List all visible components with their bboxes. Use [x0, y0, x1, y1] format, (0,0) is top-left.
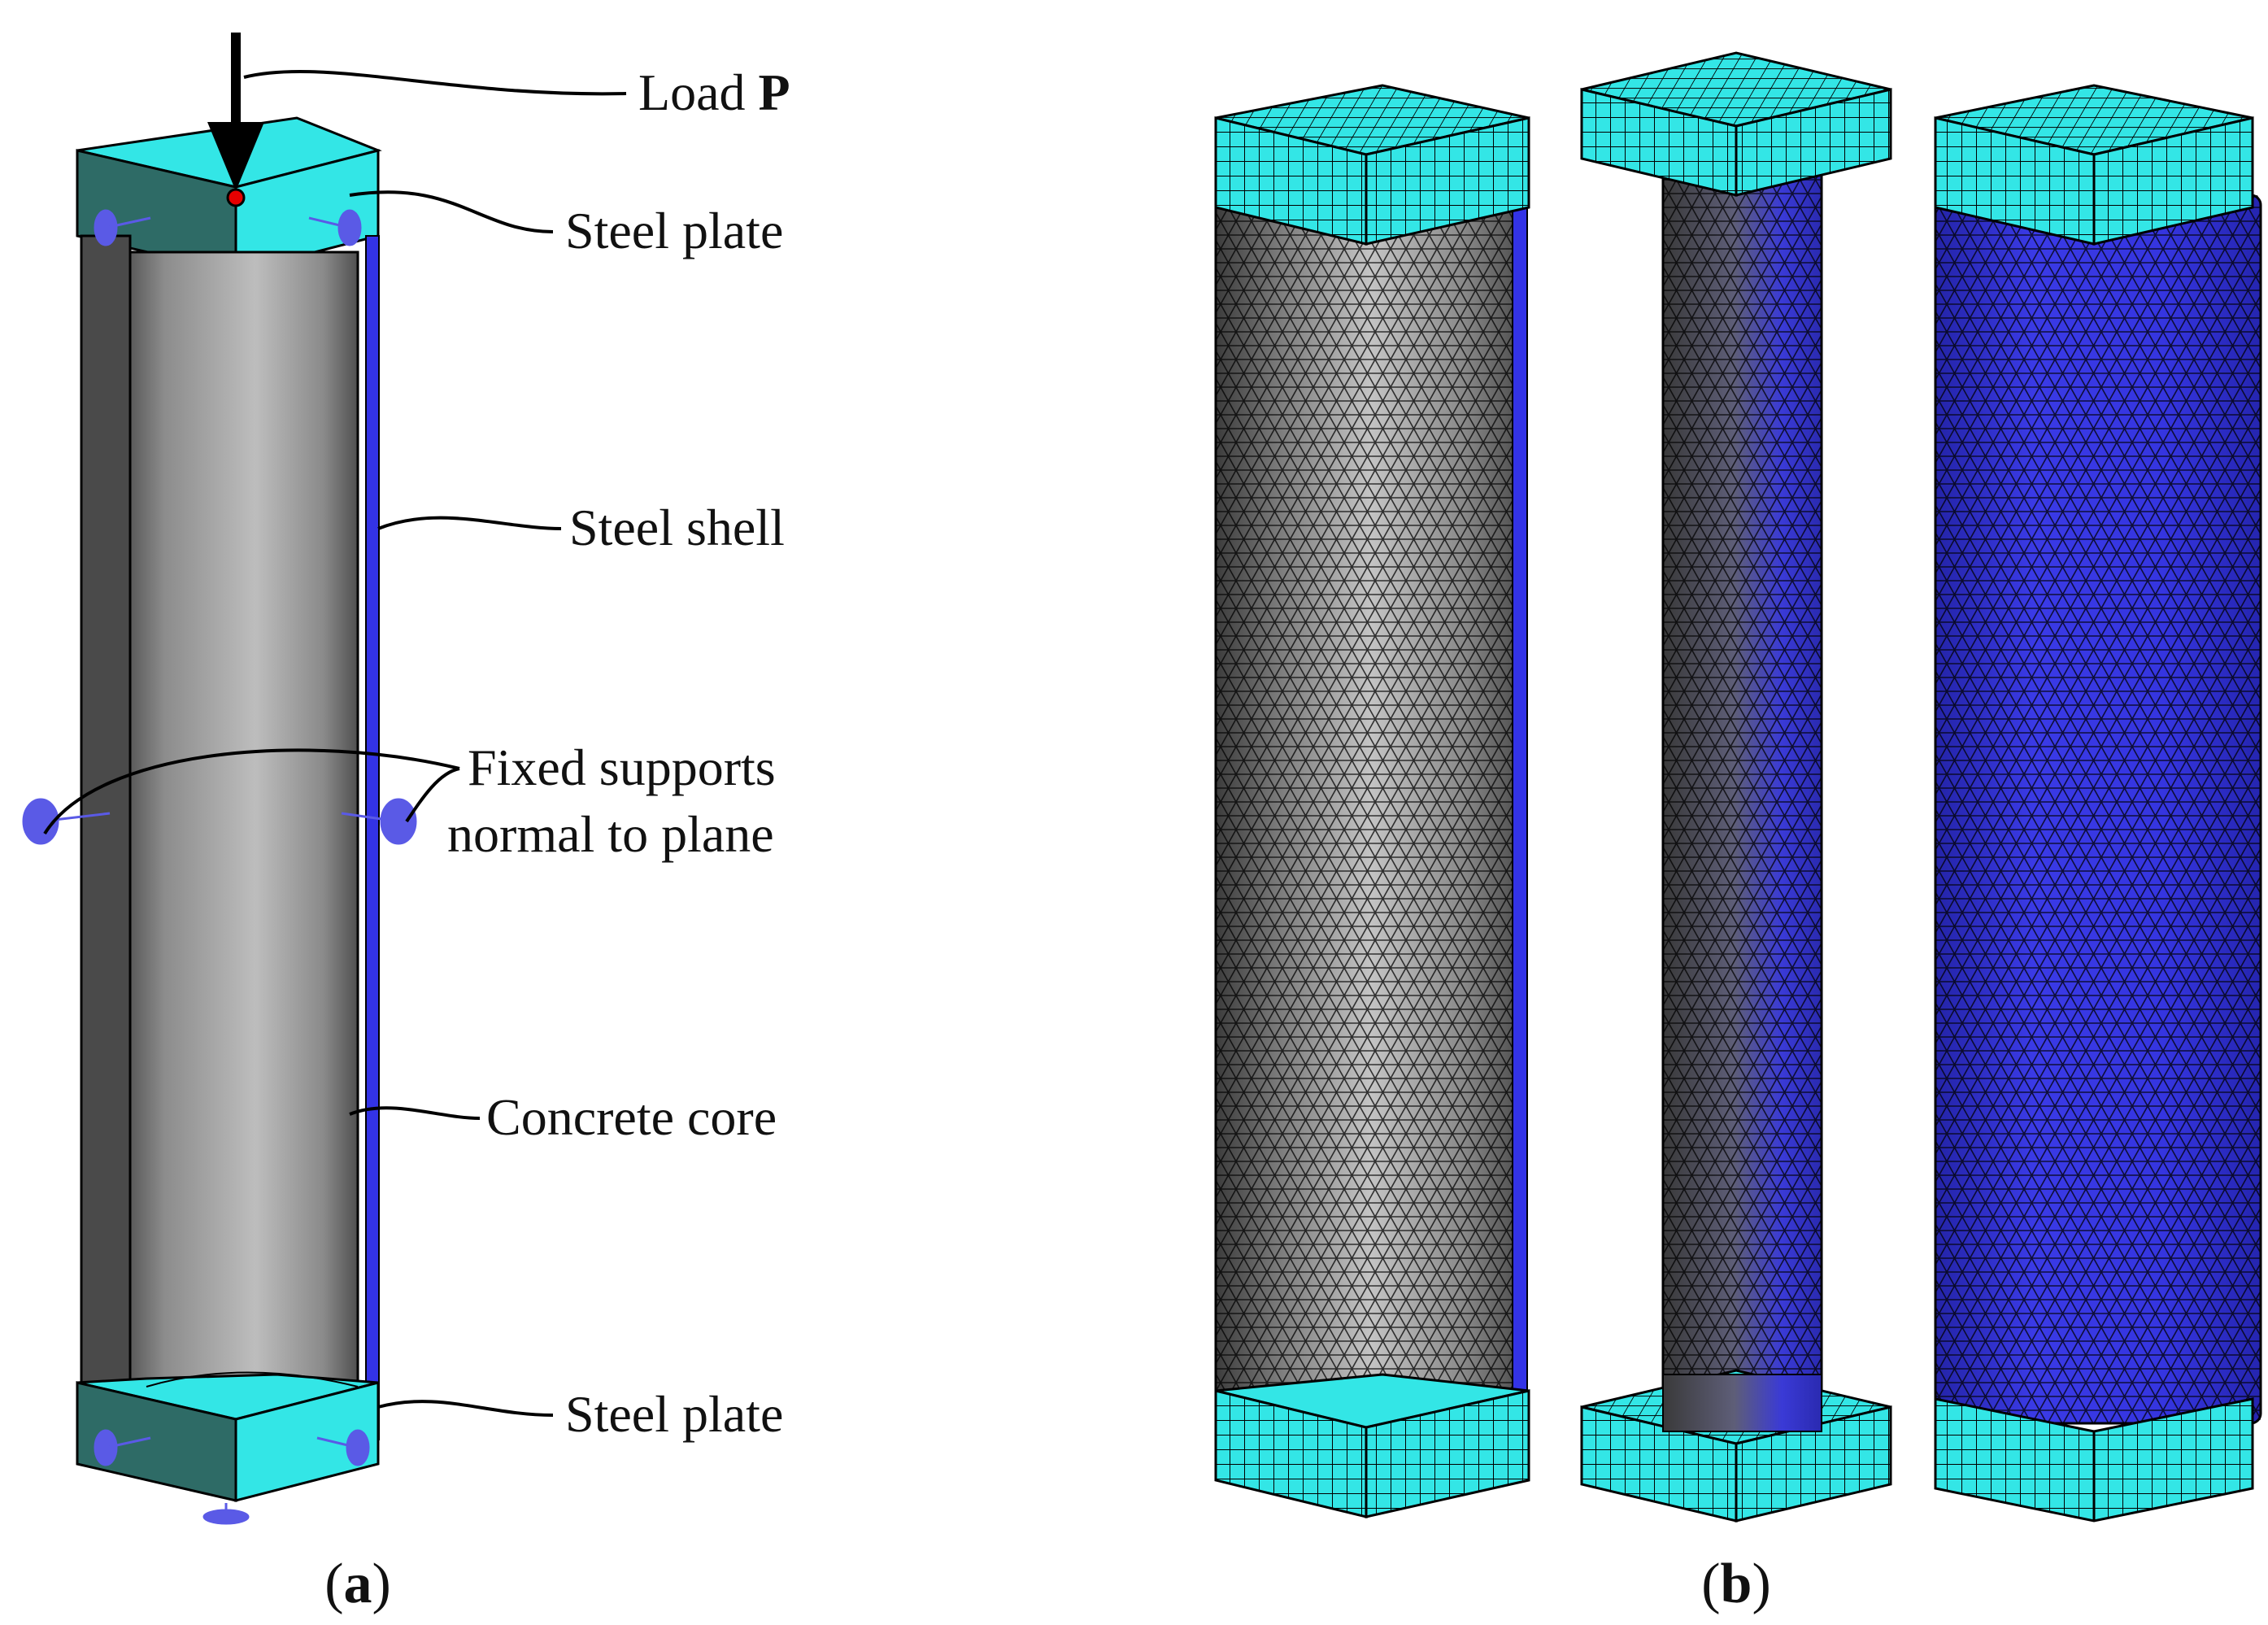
concrete-core-left-wall [80, 234, 132, 1417]
steel-shell-strip [365, 235, 380, 1440]
leader-fixed-supports-left [43, 748, 460, 835]
concrete-core [128, 251, 359, 1401]
leader-steel-plate-bottom [377, 1400, 554, 1417]
fixed-support-icon [22, 209, 417, 1525]
panel-a: Load P Steel plate Steel shell Fixed sup… [22, 33, 790, 1615]
leader-load [243, 70, 627, 96]
load-arrowhead-icon [207, 122, 264, 191]
label-fixed-supports-line2: normal to plane [447, 805, 774, 863]
label-steel-plate-top: Steel plate [565, 202, 783, 259]
caption-b: (b) [1701, 1553, 1771, 1615]
label-steel-plate-bottom: Steel plate [565, 1385, 783, 1443]
bottom-plate-cutout [146, 1371, 359, 1388]
label-steel-shell: Steel shell [569, 499, 785, 556]
load-point-icon [226, 188, 246, 207]
leader-concrete-core [349, 1106, 481, 1120]
leader-fixed-supports-right [405, 767, 460, 823]
label-concrete-core: Concrete core [486, 1088, 777, 1146]
label-fixed-supports-line1: Fixed supports [468, 738, 776, 796]
bottom-plate-right-face [234, 1381, 380, 1502]
mesh-model-core [1580, 51, 1892, 1523]
mesh-model-steel-shell [1934, 84, 2262, 1523]
caption-a: (a) [324, 1553, 391, 1615]
mesh-model-concrete-half [1214, 84, 1530, 1518]
label-load: Load P [638, 63, 790, 121]
leader-steel-shell [377, 516, 562, 530]
leader-steel-plate-top [349, 190, 554, 233]
panel-b: (b) [1214, 51, 2262, 1615]
